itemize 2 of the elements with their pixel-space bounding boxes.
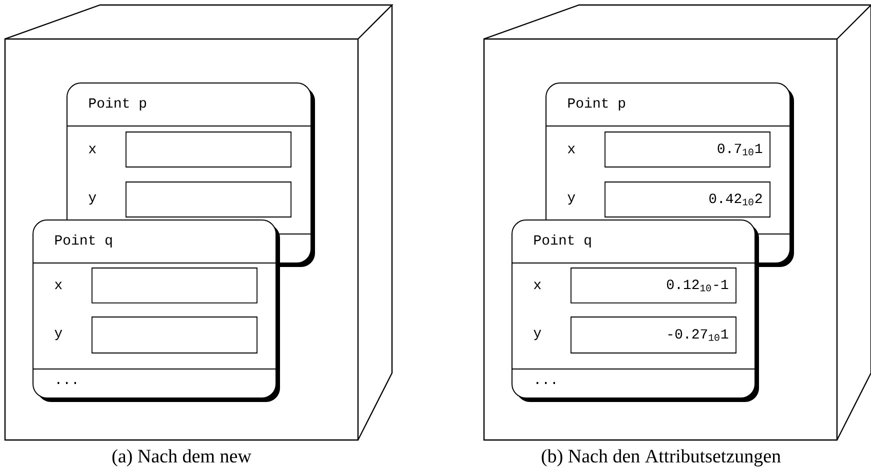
- subfigure-caption: (a) Nach dem new: [112, 449, 252, 466]
- subfigure-caption: (b) Nach den Attributsetzungen: [542, 449, 781, 466]
